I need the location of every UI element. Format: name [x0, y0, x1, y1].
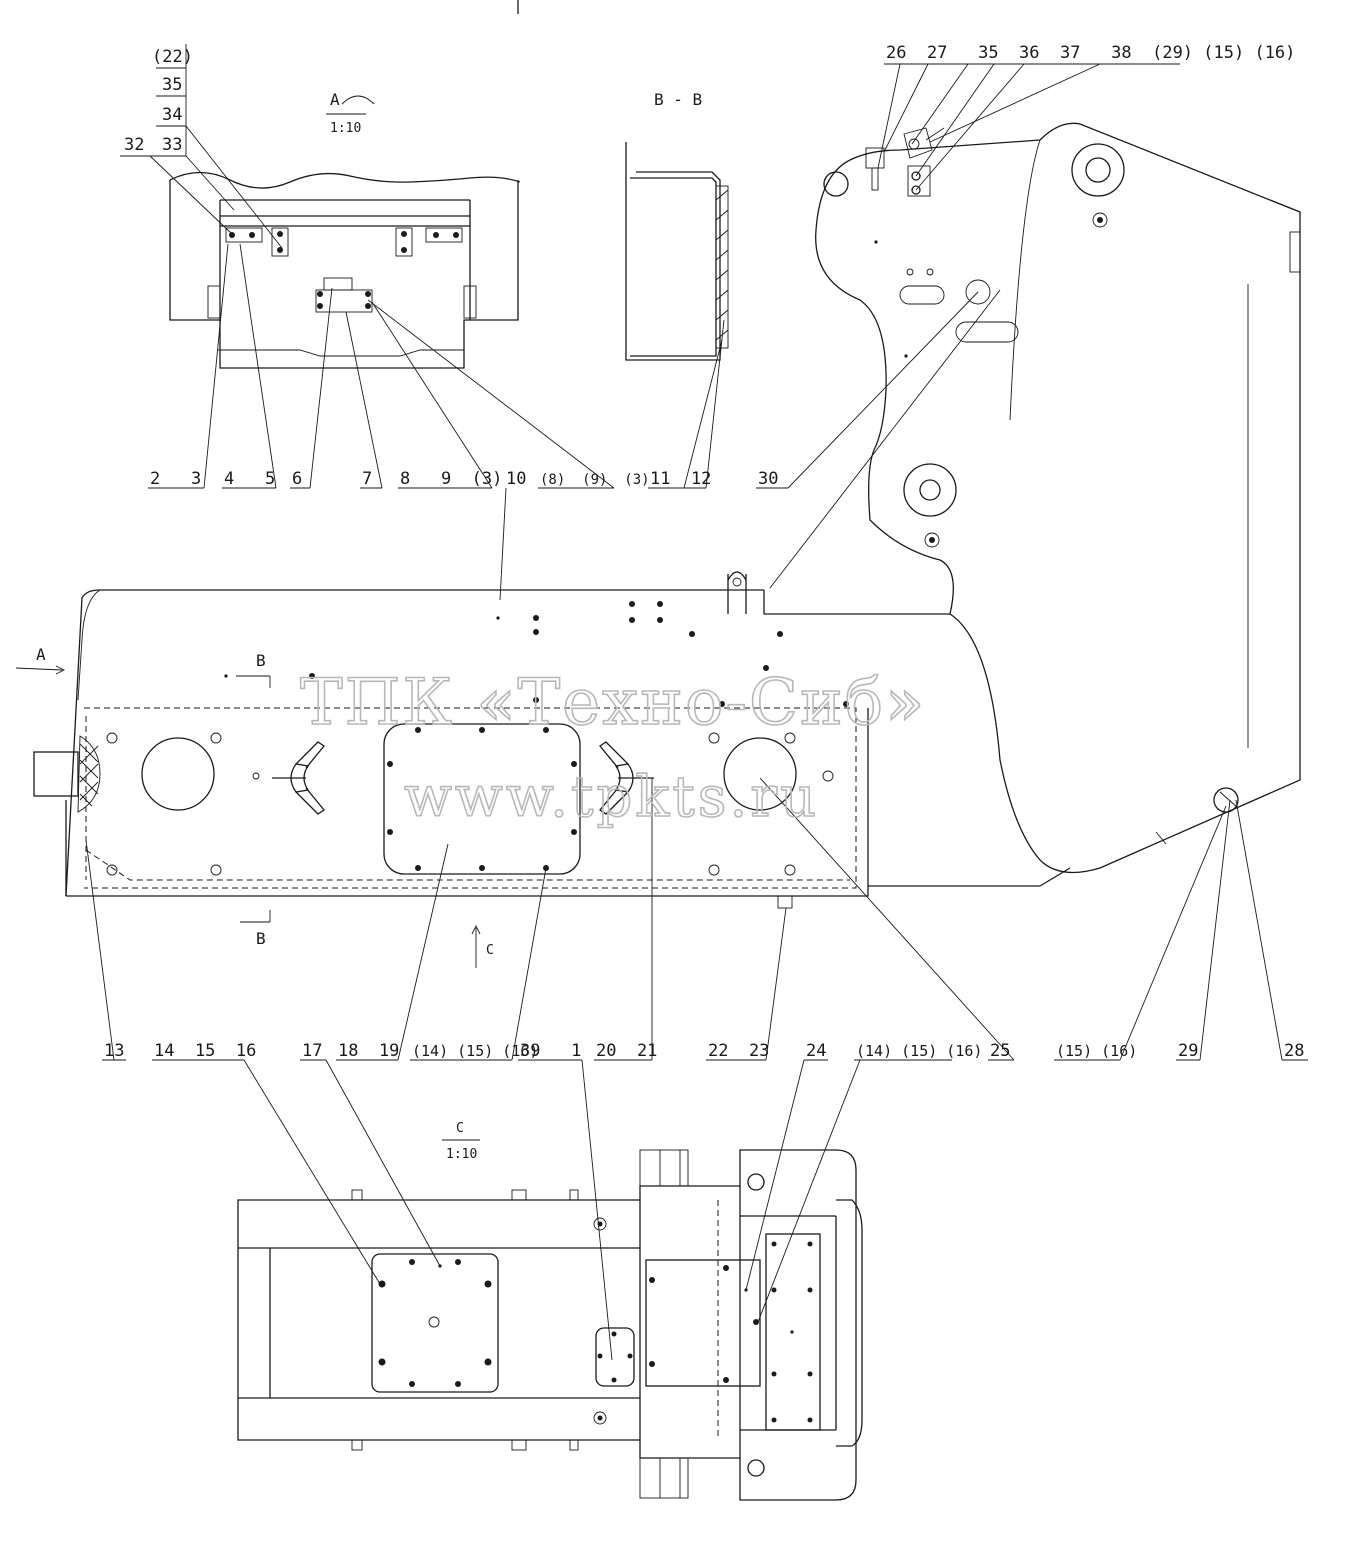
callout-29: 29 — [1178, 1041, 1198, 1061]
view-c-letter: C — [456, 1121, 464, 1136]
view-c: C 1:10 — [237, 1121, 863, 1501]
callout-6: 6 — [292, 469, 302, 489]
marker-b-top: B — [256, 651, 266, 670]
main-side-view: A B B C — [15, 122, 1301, 968]
callout-30: 30 — [758, 469, 778, 489]
callout-33: 33 — [162, 135, 182, 155]
callout-11-12: 11 12 — [650, 469, 711, 489]
view-c-scale: 1:10 — [446, 1147, 477, 1162]
watermark-url: www.tpkts.ru — [404, 765, 819, 830]
callout-22-23: 22 23 — [708, 1041, 769, 1061]
callout-p14-p15-p16-a: (14) (15) (16) — [412, 1042, 538, 1060]
watermark-company: ТПК «Техно-Сиб» — [300, 666, 926, 740]
callout-18-19: 18 19 — [338, 1041, 399, 1061]
view-a-rotation-arrow-icon — [341, 95, 375, 105]
callout-32: 32 — [124, 135, 144, 155]
section-bb-title: B - B — [654, 90, 702, 109]
callout-p15-p16: (15) (16) — [1056, 1042, 1137, 1060]
view-a-outline — [169, 180, 519, 369]
callout-stack: (22) 35 34 33 32 — [120, 44, 283, 249]
marker-a: A — [36, 645, 46, 664]
callout-top-row: 26 27 35 36 37 38 (29) (15) (16) — [886, 43, 1295, 63]
lower-callouts: 13 14 15 16 17 18 19 (14) (15) (16) 39 1… — [85, 777, 1308, 1361]
break-line — [169, 171, 521, 189]
callout-10: 10 — [506, 469, 526, 489]
callout-p14-p15-p16-b: (14) (15) (16) — [856, 1042, 982, 1060]
callout-34: 34 — [162, 105, 182, 125]
callout-7: 7 — [362, 469, 372, 489]
top-row-callouts: 26 27 35 36 37 38 (29) (15) (16) — [877, 43, 1295, 191]
marker-c: C — [486, 943, 494, 958]
callout-p8-p9-p3: (8) (9) (3) — [540, 472, 650, 488]
callout-14-15-16: 14 15 16 — [154, 1041, 256, 1061]
callout-2-3: 2 3 — [150, 469, 201, 489]
view-a-letter: A — [330, 90, 340, 109]
section-bb: B - B 11 12 — [625, 90, 729, 489]
callout-13: 13 — [104, 1041, 124, 1061]
callout-30-group: 30 — [756, 289, 1001, 589]
callout-22: (22) — [152, 47, 193, 67]
callout-4-5: 4 5 — [224, 469, 275, 489]
marker-b-bottom: B — [256, 929, 266, 948]
view-a-callouts: 2 3 4 5 6 7 8 9 (3) (8) (9) (3) 10 — [148, 243, 650, 489]
callout-39-1: 39 1 — [520, 1041, 581, 1061]
view-a-scale: 1:10 — [330, 121, 361, 136]
callout-24: 24 — [806, 1041, 826, 1061]
view-a: A 1:10 — [169, 90, 521, 369]
callout-20-21: 20 21 — [596, 1041, 657, 1061]
callout-28: 28 — [1284, 1041, 1304, 1061]
callout-35: 35 — [162, 75, 182, 95]
callout-8-9-3: 8 9 (3) — [400, 469, 502, 489]
callout-17: 17 — [302, 1041, 322, 1061]
callout-25: 25 — [990, 1041, 1010, 1061]
